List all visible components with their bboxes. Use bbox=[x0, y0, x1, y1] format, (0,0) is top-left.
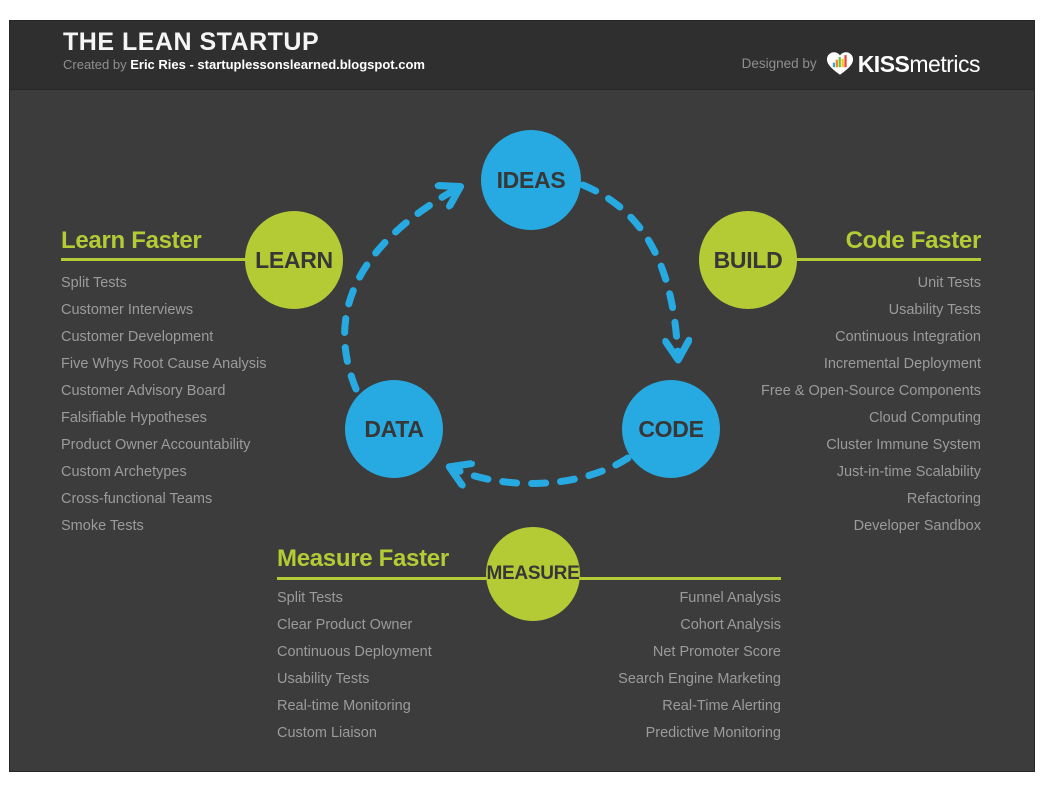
created-by-label: Created by bbox=[63, 57, 127, 72]
list-item: Custom Liaison bbox=[277, 725, 377, 741]
list-item: Smoke Tests bbox=[61, 518, 144, 534]
list-item: Refactoring bbox=[906, 491, 981, 507]
list-item: Usability Tests bbox=[888, 302, 981, 318]
list-item: Customer Advisory Board bbox=[61, 383, 226, 399]
list-item: Split Tests bbox=[277, 590, 343, 606]
cycle-node-measure: MEASURE bbox=[486, 527, 580, 621]
list-item: Split Tests bbox=[61, 275, 127, 291]
header: THE LEAN STARTUP Created by Eric Ries - … bbox=[10, 21, 1034, 90]
cycle-node-learn: LEARN bbox=[245, 211, 343, 309]
code-faster-heading: Code Faster bbox=[845, 227, 982, 254]
brand-name-regular: metrics bbox=[909, 50, 980, 77]
list-item: Unit Tests bbox=[917, 275, 981, 291]
list-item: Search Engine Marketing bbox=[618, 671, 781, 687]
measure-faster-heading: Measure Faster bbox=[277, 545, 449, 572]
list-item: Cross-functional Teams bbox=[61, 491, 213, 507]
list-item: Custom Archetypes bbox=[61, 464, 187, 480]
list-item: Free & Open-Source Components bbox=[760, 383, 981, 399]
kissmetrics-logo: KISSmetrics bbox=[826, 51, 980, 76]
cycle-arrow-ideas-to-code-icon bbox=[579, 181, 678, 357]
learn-faster-heading: Learn Faster bbox=[61, 227, 202, 254]
author-credit: Eric Ries - startuplessonslearned.blogsp… bbox=[130, 57, 425, 72]
poster-title: THE LEAN STARTUP bbox=[63, 28, 320, 56]
list-item: Usability Tests bbox=[277, 671, 370, 687]
list-item: Five Whys Root Cause Analysis bbox=[61, 356, 267, 372]
list-item: Product Owner Accountability bbox=[61, 437, 251, 453]
cycle-arrows bbox=[341, 181, 1036, 773]
cycle-node-build: BUILD bbox=[699, 211, 797, 309]
list-item: Net Promoter Score bbox=[652, 644, 781, 660]
list-item: Cluster Immune System bbox=[826, 437, 981, 453]
cycle-node-ideas: IDEAS bbox=[481, 130, 581, 230]
designed-by-block: Designed by KISSmetrics bbox=[741, 51, 981, 76]
brand-name-bold: KISS bbox=[857, 50, 910, 77]
list-item: Funnel Analysis bbox=[679, 590, 781, 606]
learn-underline bbox=[61, 258, 294, 261]
list-item: Incremental Deployment bbox=[823, 356, 981, 372]
list-item: Developer Sandbox bbox=[853, 518, 981, 534]
list-item: Cloud Computing bbox=[868, 410, 981, 426]
list-item: Real-Time Alerting bbox=[662, 698, 781, 714]
diagram-canvas: IDEAS LEARN BUILD DATA CODE MEASURE Lear… bbox=[10, 89, 1036, 773]
cycle-node-code: CODE bbox=[622, 380, 720, 478]
list-item: Just-in-time Scalability bbox=[836, 464, 981, 480]
cycle-node-data: DATA bbox=[345, 380, 443, 478]
list-item: Falsifiable Hypotheses bbox=[61, 410, 207, 426]
list-item: Continuous Deployment bbox=[277, 644, 432, 660]
header-title-block: THE LEAN STARTUP Created by Eric Ries - … bbox=[63, 28, 425, 73]
designed-by-label: Designed by bbox=[741, 56, 817, 71]
list-item: Cohort Analysis bbox=[680, 617, 781, 633]
poster-frame: THE LEAN STARTUP Created by Eric Ries - … bbox=[9, 20, 1035, 772]
list-item: Predictive Monitoring bbox=[645, 725, 781, 741]
list-item: Clear Product Owner bbox=[277, 617, 413, 633]
cycle-arrow-code-to-data-icon bbox=[452, 454, 632, 484]
poster-subtitle: Created by Eric Ries - startuplessonslea… bbox=[63, 57, 425, 73]
list-item: Continuous Integration bbox=[835, 329, 981, 345]
heart-bar-chart-icon bbox=[826, 51, 854, 76]
code-underline bbox=[748, 258, 981, 261]
cycle-arrow-data-to-ideas-icon bbox=[341, 188, 458, 393]
list-item: Customer Development bbox=[61, 329, 214, 345]
list-item: Customer Interviews bbox=[61, 302, 194, 318]
brand-name: KISSmetrics bbox=[857, 50, 981, 77]
list-item: Real-time Monitoring bbox=[277, 698, 411, 714]
